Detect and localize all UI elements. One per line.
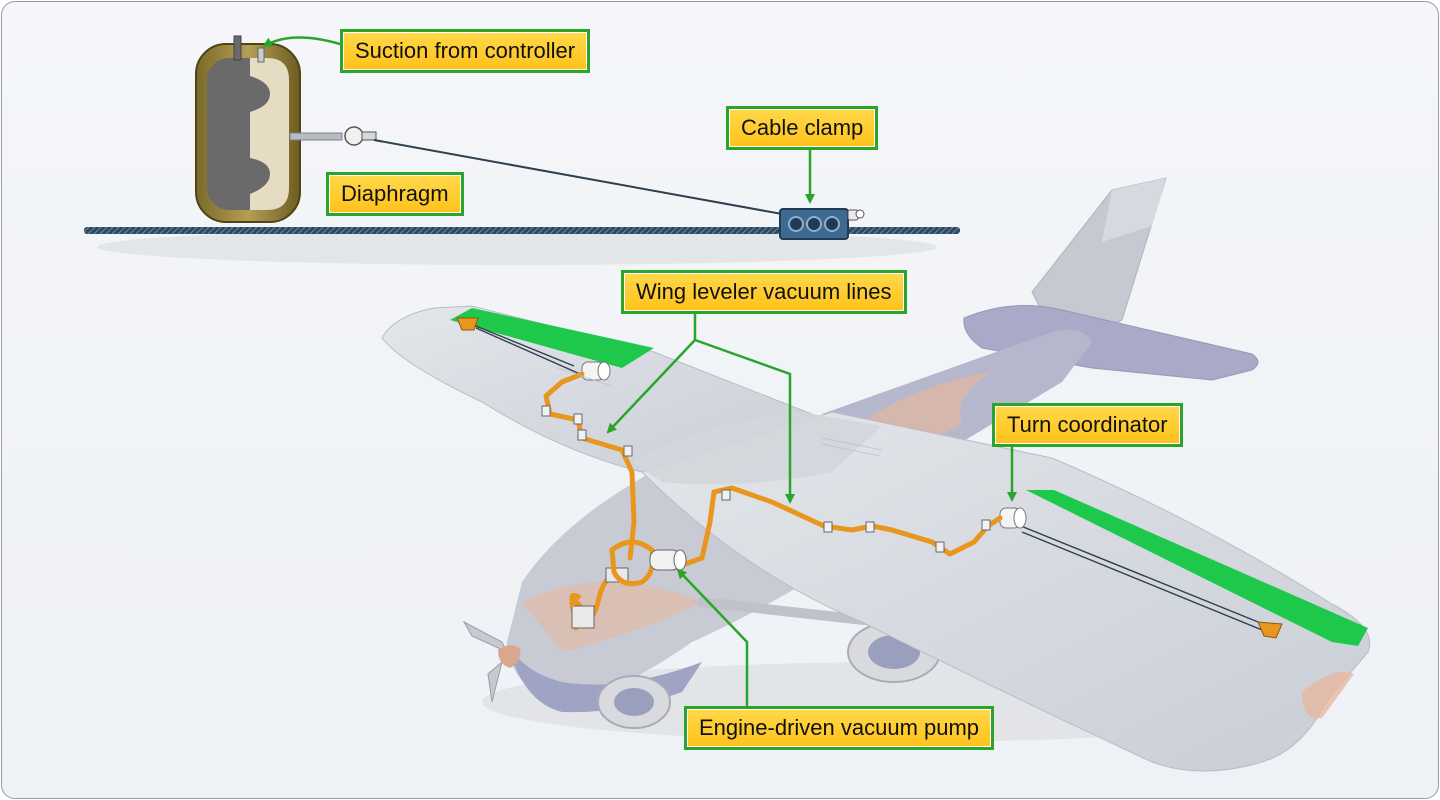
leader-arrows <box>262 36 1017 706</box>
vacuum-pump-assembly <box>569 539 687 629</box>
left-aileron <box>450 308 654 368</box>
right-aileron <box>1026 490 1368 646</box>
turn-coordinator-label: Turn coordinator <box>992 403 1183 447</box>
suction-arrow <box>262 36 341 48</box>
engine-driven-vacuum-pump-label: Engine-driven vacuum pump <box>684 706 995 750</box>
horizontal-stabilizer <box>963 305 1259 381</box>
diaphragm-detail <box>84 35 960 265</box>
vacuum-lines-arrow-right <box>694 338 795 504</box>
propeller <box>462 620 521 703</box>
wing-leveler-vacuum-lines-label: Wing leveler vacuum lines <box>621 270 907 314</box>
diaphragm-rod <box>289 132 343 141</box>
diaphragm-label: Diaphragm <box>326 172 464 216</box>
aileron-cable <box>84 227 960 234</box>
line-clamps <box>541 405 991 553</box>
airplane-illustration <box>381 177 1371 772</box>
diaphragm-housing <box>195 35 301 223</box>
right-wing <box>641 411 1371 772</box>
vacuum-pump-arrow <box>676 568 749 706</box>
aileron-cables <box>465 321 1273 635</box>
cable-clamp-label: Cable clamp <box>726 106 879 150</box>
rod-end-fitting <box>344 126 364 146</box>
turn-coordinator-part <box>999 507 1027 529</box>
suction-from-controller-label: Suction from controller <box>340 29 591 73</box>
cable-clamp-part <box>779 208 865 240</box>
bridle-cable <box>373 139 783 215</box>
